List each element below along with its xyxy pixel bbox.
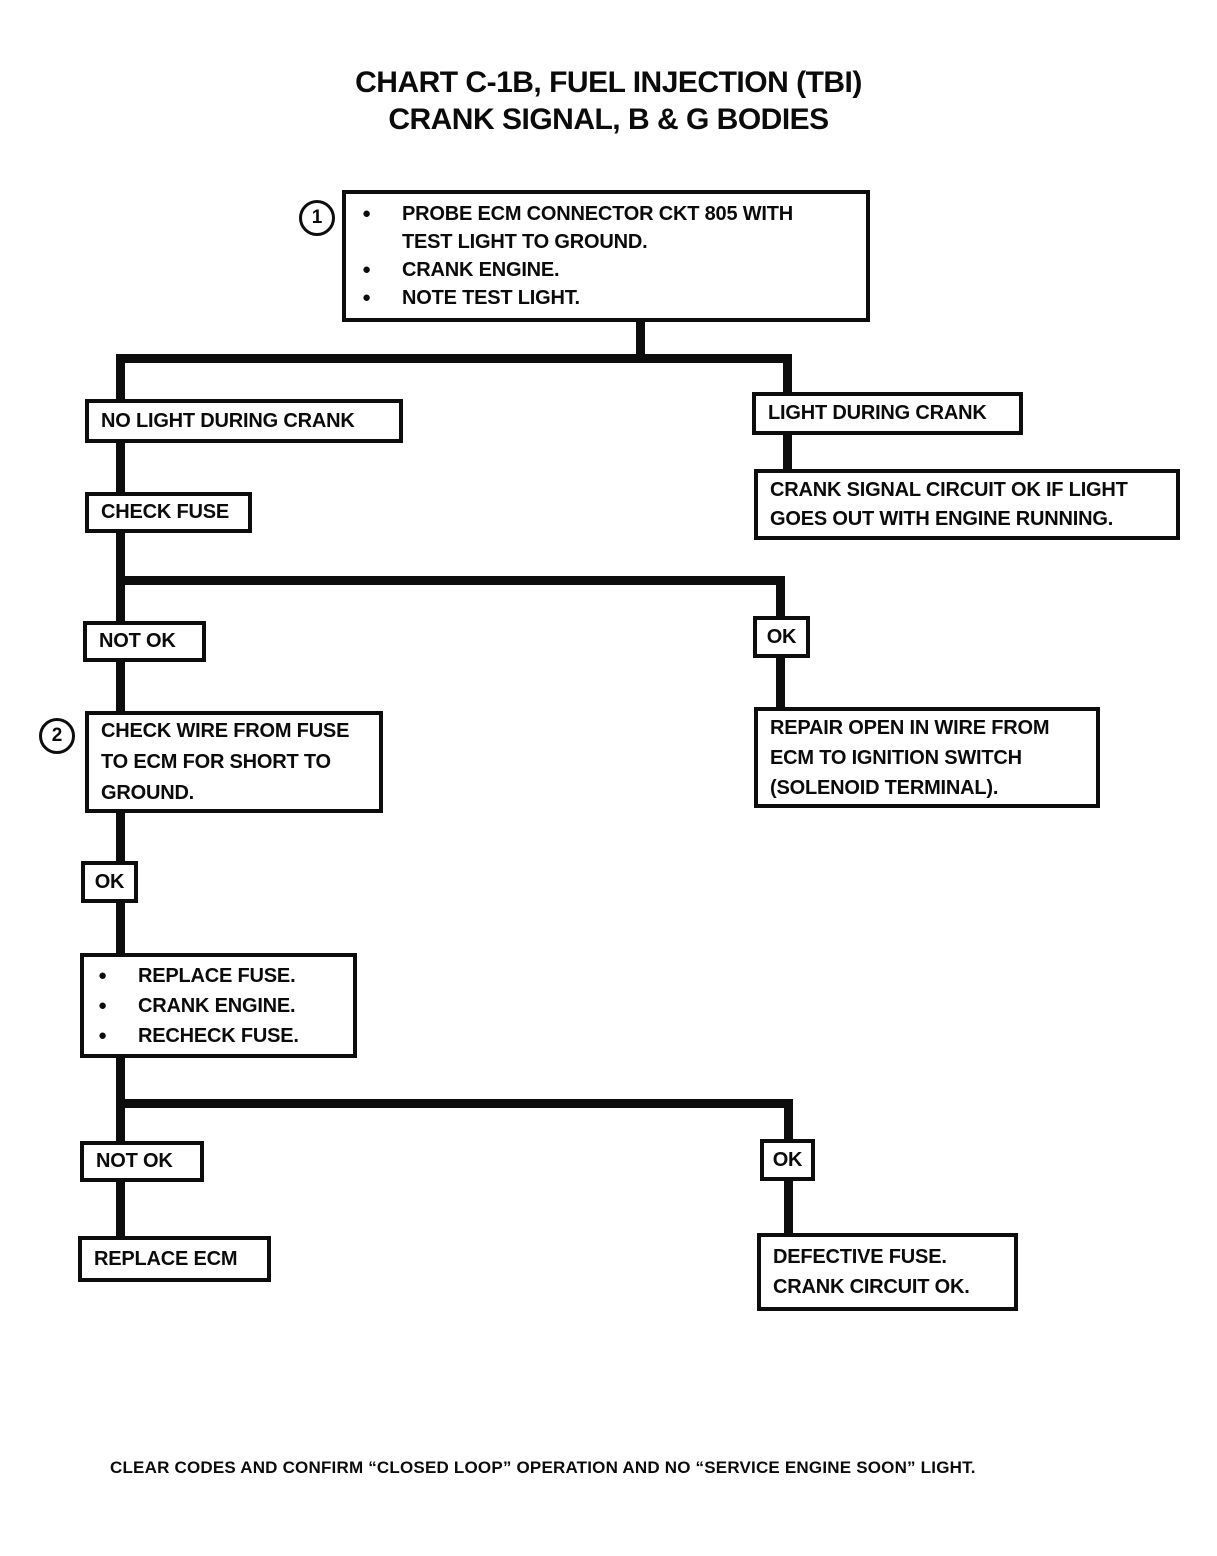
step1-item-3-text: NOTE TEST LIGHT. [402, 287, 580, 309]
defective-fuse-line1: DEFECTIVE FUSE. [773, 1246, 947, 1268]
crank-signal-ok-box: CRANK SIGNAL CIRCUIT OK IF LIGHT GOES OU… [754, 469, 1180, 540]
step1-item-3: ● NOTE TEST LIGHT. [356, 284, 856, 312]
repair-open-wire-line1: REPAIR OPEN IN WIRE FROM [770, 716, 1050, 739]
check-wire-box: CHECK WIRE FROM FUSE TO ECM FOR SHORT TO… [85, 711, 383, 813]
bullet-icon: ● [362, 261, 371, 278]
replace-ecm-label: REPLACE ECM [94, 1247, 238, 1270]
step1-item-2-text: CRANK ENGINE. [402, 259, 560, 281]
check-wire-line3: GROUND. [101, 781, 195, 804]
no-light-during-crank-box: NO LIGHT DURING CRANK [85, 399, 403, 443]
check-fuse-label: CHECK FUSE [101, 501, 230, 523]
step1-item-1: ● PROBE ECM CONNECTOR CKT 805 WITH TEST … [356, 200, 856, 256]
bullet-icon: ● [98, 966, 107, 984]
bullet-icon: ● [362, 289, 371, 306]
not-ok-box-2: NOT OK [80, 1141, 204, 1182]
defective-fuse-line2: CRANK CIRCUIT OK. [773, 1276, 970, 1298]
replace-fuse-item-1-text: REPLACE FUSE. [138, 964, 296, 987]
light-during-crank-label: LIGHT DURING CRANK [768, 402, 987, 424]
connector-vline-step1 [636, 320, 645, 360]
step-number-2-badge: 2 [39, 718, 75, 754]
defective-fuse-box: DEFECTIVE FUSE. CRANK CIRCUIT OK. [757, 1233, 1018, 1311]
not-ok-label-2: NOT OK [96, 1150, 173, 1172]
ok-label-3: OK [772, 1148, 803, 1171]
check-wire-line2: TO ECM FOR SHORT TO [101, 750, 331, 773]
replace-fuse-box: ● REPLACE FUSE. ● CRANK ENGINE. ● RECHEC… [80, 953, 357, 1058]
repair-open-wire-box: REPAIR OPEN IN WIRE FROM ECM TO IGNITION… [754, 707, 1100, 808]
check-fuse-box: CHECK FUSE [85, 492, 252, 533]
connector-hline-branch1 [116, 354, 792, 363]
ok-box-1: OK [753, 616, 810, 658]
step1-item-2: ● CRANK ENGINE. [356, 256, 856, 284]
repair-open-wire-line3: (SOLENOID TERMINAL). [770, 776, 999, 799]
crank-signal-ok-line2: GOES OUT WITH ENGINE RUNNING. [770, 507, 1114, 530]
ok-label-2: OK [94, 870, 125, 893]
ok-label-1: OK [766, 625, 797, 648]
footnote: CLEAR CODES AND CONFIRM “CLOSED LOOP” OP… [110, 1458, 976, 1477]
connector-hline-branch2 [116, 576, 785, 585]
chart-title-line2: CRANK SIGNAL, B & G BODIES [388, 103, 829, 136]
no-light-during-crank-label: NO LIGHT DURING CRANK [101, 409, 355, 432]
replace-ecm-box: REPLACE ECM [78, 1236, 271, 1282]
chart-title: CHART C-1B, FUEL INJECTION (TBI) CRANK S… [0, 64, 1217, 138]
not-ok-box-1: NOT OK [83, 621, 206, 662]
ok-box-2: OK [81, 861, 138, 903]
replace-fuse-item-3: ● RECHECK FUSE. [92, 1021, 349, 1051]
light-during-crank-box: LIGHT DURING CRANK [752, 392, 1023, 435]
step1-item-1-text: PROBE ECM CONNECTOR CKT 805 WITH TEST LI… [402, 203, 794, 253]
check-wire-line1: CHECK WIRE FROM FUSE [101, 719, 350, 742]
chart-title-line1: CHART C-1B, FUEL INJECTION (TBI) [355, 66, 862, 99]
step-number-1-badge: 1 [299, 200, 335, 236]
replace-fuse-item-3-text: RECHECK FUSE. [138, 1024, 299, 1047]
not-ok-label-1: NOT OK [99, 630, 176, 652]
replace-fuse-item-2: ● CRANK ENGINE. [92, 991, 349, 1021]
step1-box: ● PROBE ECM CONNECTOR CKT 805 WITH TEST … [342, 190, 870, 322]
repair-open-wire-line2: ECM TO IGNITION SWITCH [770, 746, 1022, 769]
step-number-1: 1 [311, 207, 323, 228]
bullet-icon: ● [98, 1026, 107, 1044]
ok-box-3: OK [760, 1139, 815, 1181]
replace-fuse-item-2-text: CRANK ENGINE. [138, 994, 296, 1017]
bullet-icon: ● [98, 996, 107, 1014]
bullet-icon: ● [362, 205, 371, 222]
replace-fuse-item-1: ● REPLACE FUSE. [92, 961, 349, 991]
crank-signal-ok-line1: CRANK SIGNAL CIRCUIT OK IF LIGHT [770, 478, 1128, 501]
connector-hline-branch3 [116, 1099, 793, 1108]
step-number-2: 2 [51, 725, 63, 746]
